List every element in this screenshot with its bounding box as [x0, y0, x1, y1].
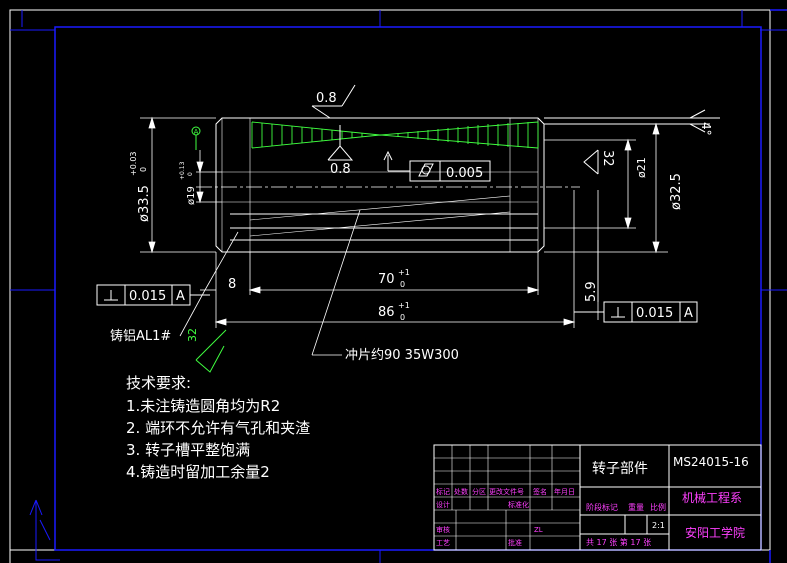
- perp-right-datum: A: [684, 306, 693, 321]
- perp-right-value: 0.015: [636, 306, 673, 321]
- dim-bore: [196, 150, 222, 204]
- dim-length-70-value: 70: [378, 272, 395, 287]
- dim-outer-right: [544, 122, 668, 254]
- dim-length-70-tol-lower: 0: [400, 280, 405, 289]
- title-part-name: 转子部件: [592, 461, 648, 477]
- title-scale-label: 比例: [650, 502, 666, 512]
- angle-value: 4°: [699, 122, 713, 136]
- tolerance-top-value: 0.8: [316, 91, 337, 106]
- roughness-bottom: [195, 329, 227, 373]
- dim-outer-left-value: ø33.5: [137, 185, 152, 222]
- leader-lamination: [311, 209, 361, 356]
- title-row-approve: 批准: [508, 538, 522, 547]
- dim-outer-left: [140, 116, 216, 254]
- dim-bore-value: ø19: [186, 186, 197, 205]
- dim-bore-tol-upper: +0.13: [179, 161, 186, 180]
- drawing-frame: [9, 9, 787, 563]
- slot-hatching: [251, 121, 539, 149]
- leader-cast: [179, 231, 239, 337]
- notes-item-3: 3. 转子槽平整饱满: [126, 441, 250, 459]
- title-hdr-zone: 分区: [472, 487, 486, 496]
- angle-indicator: [544, 109, 720, 133]
- dim-length-70-tol-upper: +1: [398, 268, 410, 277]
- notes-item-1: 1.未注铸造圆角均为R2: [126, 397, 280, 415]
- dim-outer-right-value: ø32.5: [669, 173, 684, 210]
- title-row-process: 工艺: [436, 539, 450, 547]
- notes-item-2: 2. 端环不允许有气孔和夹渣: [126, 419, 310, 437]
- dim-length-86-value: 86: [378, 305, 395, 320]
- title-part-code: MS24015-16: [673, 455, 749, 469]
- top-tolerance-symbol: [311, 84, 356, 161]
- flatness-frame: [383, 150, 491, 182]
- dim-bore-tol-lower: 0: [187, 172, 194, 176]
- perp-left-value: 0.015: [129, 289, 166, 304]
- title-stage-label: 阶段标记: [586, 502, 618, 512]
- dim-length-86-tol-lower: 0: [400, 313, 405, 322]
- dim-inner-right: [544, 138, 636, 230]
- title-row-review: 审核: [436, 525, 450, 534]
- perp-left-datum: A: [176, 289, 185, 304]
- title-hdr-count: 处数: [454, 487, 468, 496]
- perp-frame-right: [574, 301, 698, 323]
- technical-notes: 技术要求: 1.未注铸造圆角均为R2 2. 端环不允许有气孔和夹渣 3. 转子槽…: [126, 374, 310, 481]
- dim-length-86-tol-upper: +1: [398, 301, 410, 310]
- title-school: 安阳工学院: [685, 525, 745, 540]
- dim-8-value: 8: [228, 277, 236, 292]
- title-hdr-sign: 签名: [533, 487, 547, 496]
- title-cell-zl: ZL: [534, 526, 543, 534]
- title-scale-value: 2:1: [652, 521, 665, 530]
- title-hdr-change: 更改文件号: [489, 487, 524, 496]
- dim-inner-right-value: ø21: [635, 157, 648, 178]
- roughness-right-value: 32: [600, 150, 615, 167]
- ucs-axis-icon: [29, 499, 60, 561]
- title-hdr-mark: 标记: [436, 487, 450, 496]
- title-department: 机械工程系: [682, 490, 742, 505]
- title-block: [433, 444, 762, 551]
- roughness-bottom-value: 32: [186, 328, 199, 342]
- dim-outer-left-tol-upper: +0.03: [129, 151, 138, 176]
- rotor-body: [215, 117, 545, 253]
- flatness-value: 0.005: [446, 166, 483, 181]
- dim-5-9: [573, 190, 599, 320]
- title-sheet-info: 共 17 张 第 17 张: [586, 537, 651, 547]
- title-row-std: 标准化: [508, 500, 529, 509]
- label-cast: 铸铝AL1#: [110, 328, 171, 344]
- title-weight-label: 重量: [628, 502, 644, 512]
- notes-item-4: 4.铸造时留加工余量2: [126, 463, 270, 481]
- roughness-right: [583, 149, 599, 175]
- label-lamination: 冲片约90 35W300: [345, 348, 459, 363]
- dim-outer-left-tol-lower: 0: [139, 167, 148, 172]
- dim-5-9-value: 5.9: [584, 281, 599, 302]
- tolerance-mid-value: 0.8: [330, 162, 351, 177]
- title-hdr-date: 年月日: [554, 487, 575, 496]
- datum-marker-left: [191, 126, 201, 150]
- notes-heading: 技术要求:: [126, 374, 191, 392]
- datum-marker-label: A: [194, 128, 199, 136]
- perp-frame-left: [96, 284, 210, 306]
- title-row-design: 设计: [436, 500, 450, 509]
